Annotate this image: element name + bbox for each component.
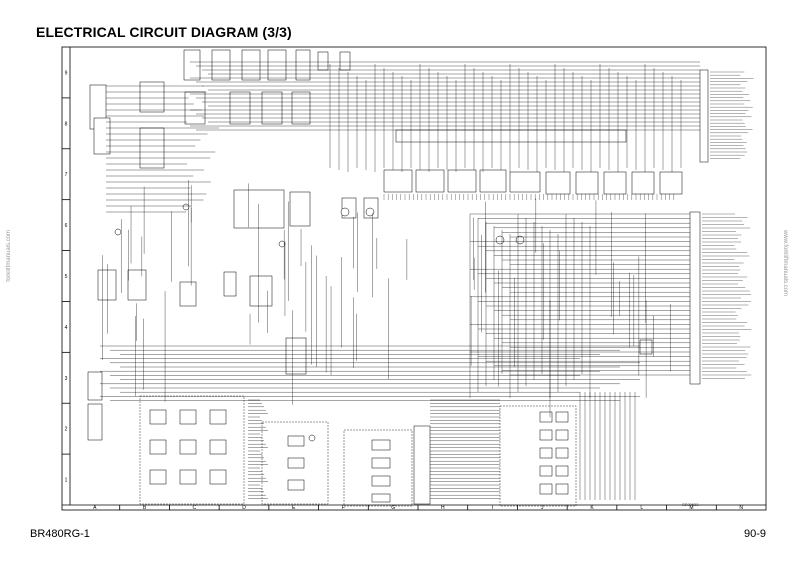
column-label-h: H bbox=[441, 505, 445, 511]
row-labels: 9 8 7 6 5 4 3 2 1 bbox=[62, 70, 70, 484]
page-number: 90-9 bbox=[743, 528, 766, 540]
bottom-left-relay-box bbox=[87, 371, 245, 505]
diagram-frame bbox=[61, 46, 767, 511]
row-label-4: 4 bbox=[65, 325, 68, 331]
column-label-c: C bbox=[192, 505, 196, 511]
row-label-3: 3 bbox=[65, 376, 68, 382]
model-number: BR480RG-1 bbox=[30, 528, 90, 540]
row-label-1: 1 bbox=[65, 478, 68, 484]
row-label-2: 2 bbox=[65, 427, 68, 433]
row-label-7: 7 bbox=[65, 172, 68, 178]
row-label-8: 8 bbox=[65, 121, 68, 127]
row-label-9: 9 bbox=[65, 70, 68, 76]
relay-row-central bbox=[233, 129, 683, 229]
wiring-harness bbox=[100, 61, 754, 500]
column-label-a: A bbox=[93, 505, 97, 511]
drawing-number: SE00633 bbox=[682, 502, 699, 507]
column-label-f: F bbox=[342, 505, 345, 511]
watermark-right: www.forkliftmanuals.com bbox=[782, 230, 788, 297]
column-label-b: B bbox=[143, 505, 147, 511]
right-terminal-strips bbox=[639, 69, 709, 385]
watermark-left: forkliftmanuals.com bbox=[6, 230, 12, 282]
column-label-e: E bbox=[292, 505, 296, 511]
lamp-components bbox=[114, 203, 525, 442]
bottom-middle-boxes bbox=[261, 421, 431, 507]
column-label-g: G bbox=[391, 505, 395, 511]
row-label-5: 5 bbox=[65, 274, 68, 280]
top-connector-cluster bbox=[89, 49, 351, 169]
column-label-i: I bbox=[492, 505, 493, 511]
emergency-stop-blocks bbox=[97, 269, 307, 375]
column-label-n: N bbox=[739, 505, 743, 511]
column-label-j: J bbox=[541, 505, 544, 511]
column-label-d: D bbox=[242, 505, 246, 511]
column-label-l: L bbox=[640, 505, 643, 511]
column-label-m: M bbox=[689, 505, 693, 511]
page-title: ELECTRICAL CIRCUIT DIAGRAM (3/3) bbox=[36, 24, 292, 40]
column-label-k: K bbox=[590, 505, 594, 511]
row-label-6: 6 bbox=[65, 223, 68, 229]
bottom-right-accessory-box bbox=[499, 405, 577, 507]
